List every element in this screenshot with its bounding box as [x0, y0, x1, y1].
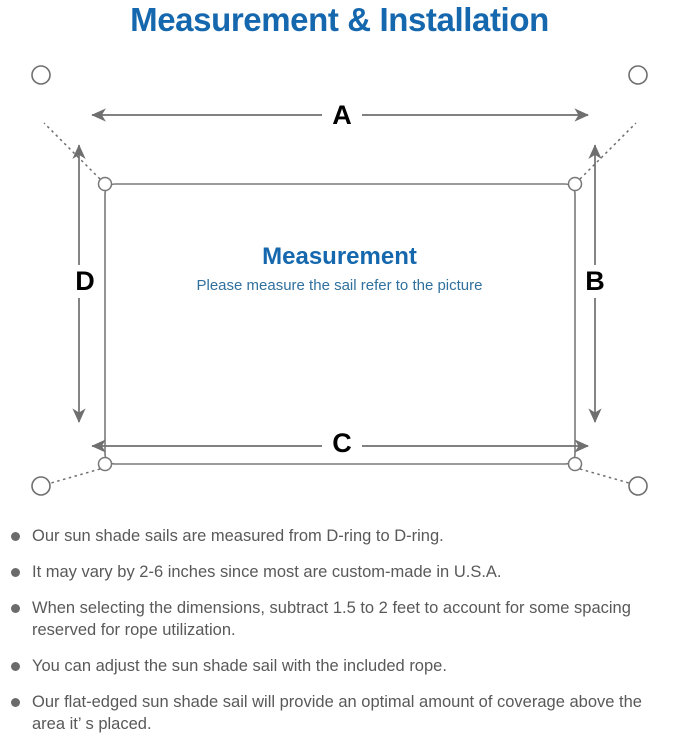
rope-bottom-left [43, 468, 101, 486]
list-item: When selecting the dimensions, subtract … [0, 597, 679, 641]
bullet-icon [11, 698, 20, 707]
rope-top-left [43, 122, 101, 180]
note-text: You can adjust the sun shade sail with t… [32, 657, 447, 675]
bullet-icon [11, 568, 20, 577]
d-ring-top-left [97, 176, 113, 192]
list-item: It may vary by 2-6 inches since most are… [0, 561, 679, 583]
list-item: Our flat-edged sun shade sail will provi… [0, 691, 679, 735]
notes-list: Our sun shade sails are measured from D-… [0, 525, 679, 749]
bullet-icon [11, 604, 20, 613]
anchor-ring-top-left [31, 65, 51, 85]
anchor-ring-top-right [628, 65, 648, 85]
anchor-ring-bottom-right [628, 476, 648, 496]
d-ring-top-right [567, 176, 583, 192]
dimension-label-a: A [322, 100, 362, 131]
measurement-heading: Measurement [262, 243, 417, 270]
list-item: Our sun shade sails are measured from D-… [0, 525, 679, 547]
dimension-label-d: D [68, 265, 102, 298]
note-text: When selecting the dimensions, subtract … [32, 599, 631, 639]
dimension-label-b: B [578, 265, 612, 298]
rope-top-right [579, 122, 637, 180]
d-ring-bottom-left [97, 456, 113, 472]
d-ring-bottom-right [567, 456, 583, 472]
note-text: Our flat-edged sun shade sail will provi… [32, 693, 642, 733]
dimension-label-c: C [322, 428, 362, 459]
anchor-ring-bottom-left [31, 476, 51, 496]
note-text: Our sun shade sails are measured from D-… [32, 527, 444, 545]
bullet-icon [11, 662, 20, 671]
bullet-icon [11, 532, 20, 541]
note-text: It may vary by 2-6 inches since most are… [32, 563, 502, 581]
list-item: You can adjust the sun shade sail with t… [0, 655, 679, 677]
measurement-subtext: Please measure the sail refer to the pic… [196, 277, 483, 294]
page-title: Measurement & Installation [130, 1, 549, 38]
rope-bottom-right [579, 468, 637, 486]
sail-body [104, 183, 576, 465]
